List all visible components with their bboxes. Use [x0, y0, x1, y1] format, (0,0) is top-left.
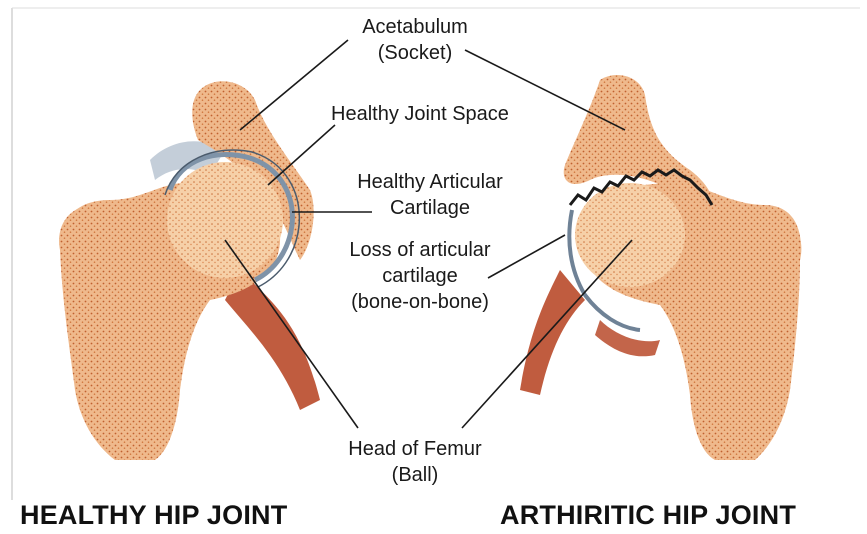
label-loss-line3: (bone-on-bone) [320, 289, 520, 315]
label-loss-cartilage: Loss of articular cartilage (bone-on-bon… [320, 237, 520, 315]
arthritic-muscle-tissue [520, 270, 585, 395]
label-acetabulum: Acetabulum (Socket) [325, 14, 505, 66]
label-cartilage-line1: Healthy Articular [330, 169, 530, 195]
healthy-hip-drawing [59, 81, 320, 460]
label-cartilage-line2: Cartilage [330, 195, 530, 221]
arthritic-hip-drawing [520, 75, 801, 460]
label-joint-space-text: Healthy Joint Space [300, 101, 540, 127]
label-loss-line1: Loss of articular [320, 237, 520, 263]
label-femur-line2: (Ball) [315, 462, 515, 488]
healthy-femoral-head [167, 162, 283, 278]
label-acetabulum-line2: (Socket) [325, 40, 505, 66]
caption-arthritic: ARTHIRITIC HIP JOINT [500, 500, 796, 531]
arthritic-femoral-head [575, 183, 685, 287]
label-loss-line2: cartilage [320, 263, 520, 289]
label-joint-space: Healthy Joint Space [300, 101, 540, 127]
label-femur-line1: Head of Femur [315, 436, 515, 462]
label-femur: Head of Femur (Ball) [315, 436, 515, 488]
label-cartilage: Healthy Articular Cartilage [330, 169, 530, 221]
caption-healthy: HEALTHY HIP JOINT [20, 500, 287, 531]
label-acetabulum-line1: Acetabulum [325, 14, 505, 40]
